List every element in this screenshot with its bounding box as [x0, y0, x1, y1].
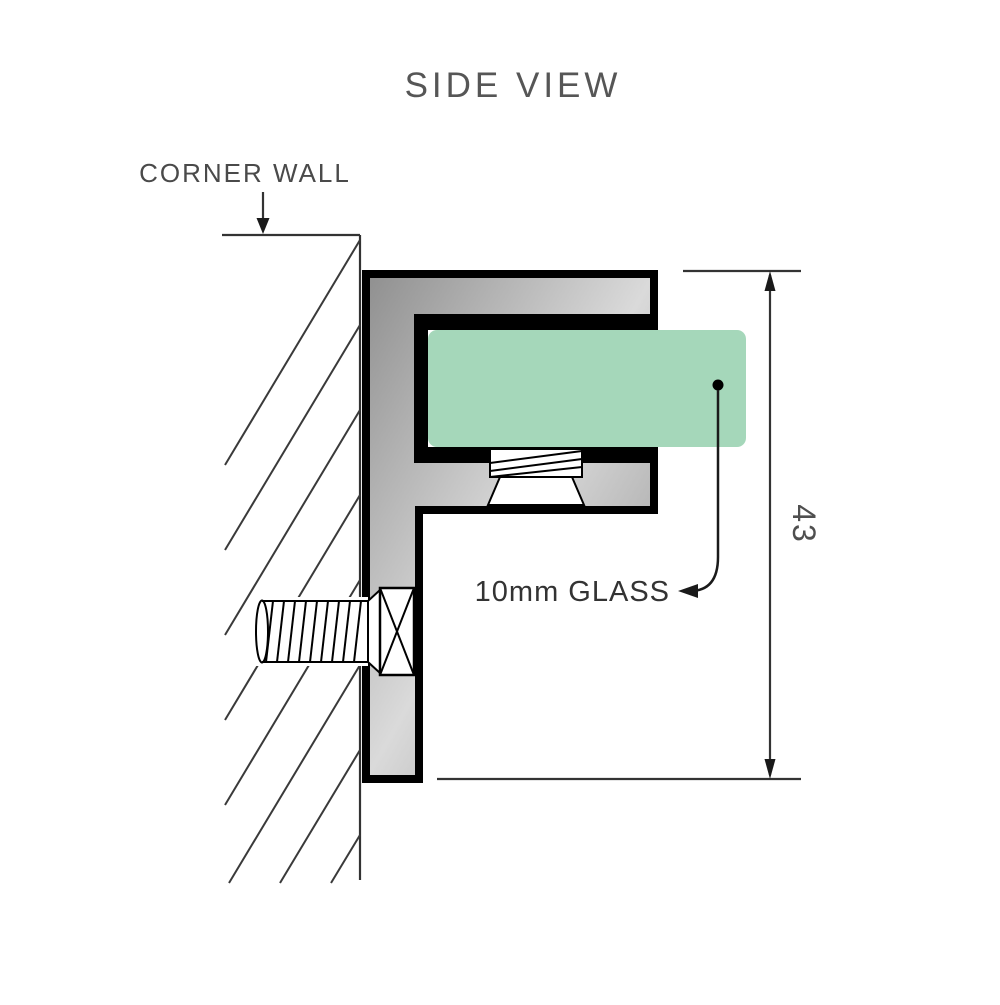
glass-panel	[428, 330, 746, 447]
thread-line	[353, 600, 362, 663]
corner-wall-callout: CORNER WALL	[139, 158, 351, 234]
hatch-line	[279, 749, 361, 884]
gasket-thread-line	[489, 466, 583, 478]
thread-line	[309, 600, 318, 663]
hatch-line	[224, 324, 361, 551]
gasket-thread-line	[489, 450, 583, 464]
thread-line	[276, 600, 285, 663]
wall-screw	[255, 586, 416, 677]
gasket-pad	[486, 476, 586, 506]
dim-value: 43	[786, 504, 822, 544]
screw-threads	[265, 600, 362, 663]
hatch-line	[228, 664, 361, 884]
thread-line	[298, 600, 307, 663]
dim-arrow-bottom-icon	[764, 759, 776, 779]
dim-arrow-top-icon	[764, 271, 776, 291]
screw-head-cross	[379, 587, 415, 676]
corner-wall-label: CORNER WALL	[139, 158, 351, 188]
glass-callout: 10mm GLASS	[475, 379, 724, 608]
wall-hatching	[224, 239, 361, 884]
thread-line	[265, 600, 274, 663]
hatch-line	[224, 409, 361, 636]
thread-line	[320, 600, 329, 663]
wall-section	[222, 233, 362, 884]
glass-leader-arrowhead-icon	[678, 584, 698, 598]
hatch-line	[330, 834, 361, 884]
thread-line	[331, 600, 340, 663]
hatch-line	[224, 239, 361, 466]
gasket-thread-line	[489, 458, 583, 472]
screw-shank	[367, 587, 381, 676]
glass-label: 10mm GLASS	[475, 576, 670, 608]
corner-wall-arrowhead-icon	[256, 218, 270, 234]
dimension-height: 43	[437, 269, 822, 781]
thread-line	[287, 600, 296, 663]
gasket	[486, 448, 586, 506]
thread-line	[342, 600, 351, 663]
diagram-title: SIDE VIEW	[405, 66, 622, 105]
glass-leader-dot	[712, 379, 724, 391]
